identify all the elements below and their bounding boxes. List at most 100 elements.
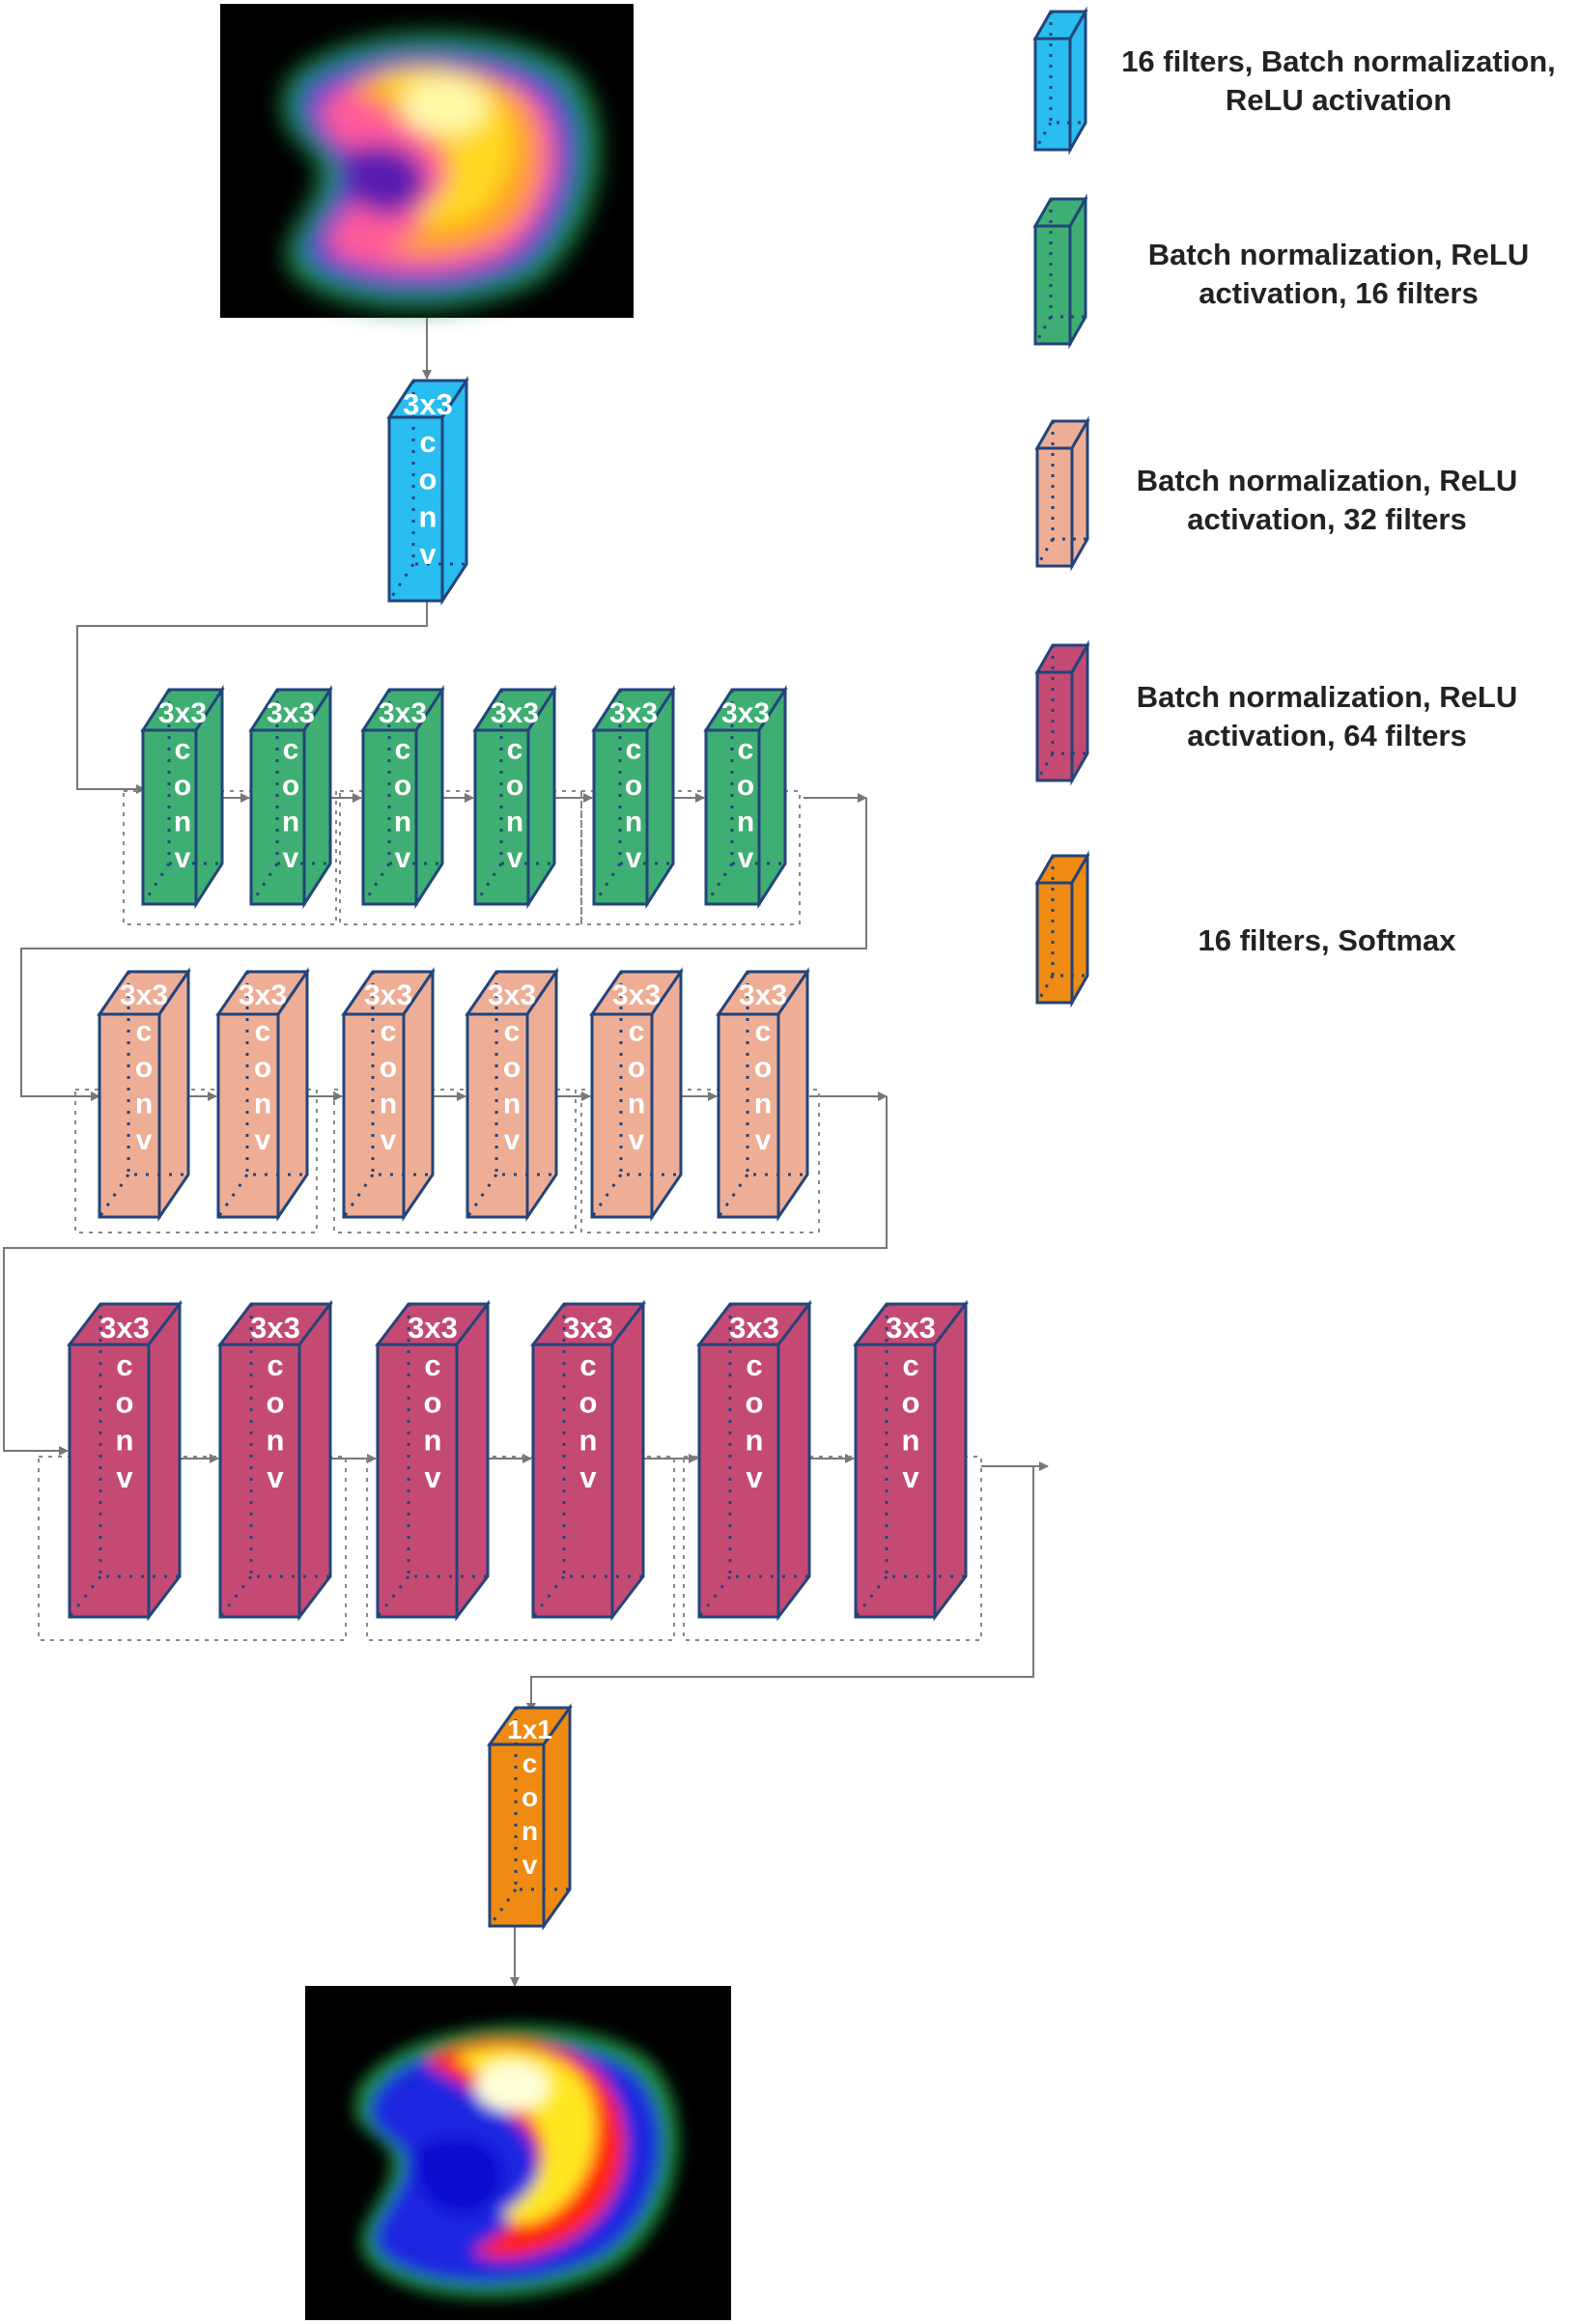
legend-label-output: 16 filters, Softmax	[1086, 921, 1568, 960]
block-letter-label: o	[522, 1782, 538, 1812]
block-kernel-label: 3x3	[491, 697, 539, 729]
block-letter-label: v	[507, 842, 523, 874]
legend-output-swatch	[1034, 850, 1090, 1008]
block-kernel-label: 3x3	[403, 387, 453, 421]
legend-label-input: 16 filters, Batch normalization, ReLU ac…	[1097, 43, 1580, 120]
block-hidden-edge	[218, 1304, 330, 1618]
block-side-face	[610, 1299, 645, 1622]
block-letter-label: n	[579, 1423, 598, 1457]
block-kernel-label: 3x3	[739, 979, 787, 1011]
block-hidden-edge	[704, 690, 785, 905]
block-letter-label: v	[755, 1124, 772, 1156]
block-letter-label: v	[381, 1124, 397, 1156]
residual-skip-outline	[74, 1089, 318, 1233]
block-letter-label: v	[504, 1124, 521, 1156]
block-kernel-label: 3x3	[609, 697, 658, 729]
block-letter-label: c	[381, 1016, 397, 1048]
legend-res32-swatch	[1034, 415, 1090, 572]
block-letter-label: o	[754, 1052, 772, 1084]
block-letter-label: o	[424, 1386, 442, 1420]
block-kernel-label: 3x3	[364, 979, 412, 1011]
block-letter-label: n	[267, 1423, 285, 1457]
block-letter-label: o	[579, 1386, 598, 1420]
block-letter-label: o	[737, 770, 754, 802]
block-letter-label: v	[579, 1460, 597, 1494]
block-letter-label: c	[424, 1348, 440, 1382]
block-letter-label: v	[738, 842, 754, 874]
block-letter-label: c	[283, 734, 299, 766]
legend-line: ReLU activation	[1225, 83, 1453, 117]
block-letter-label: c	[522, 1748, 538, 1778]
block-hidden-edge	[376, 1304, 488, 1618]
block-letter-label: v	[746, 1460, 763, 1494]
block-letter-label: o	[282, 770, 299, 802]
block-letter-label: c	[255, 1016, 271, 1048]
block-side-face	[297, 1299, 332, 1622]
residual-skip-outline	[123, 790, 337, 925]
block-letter-label: o	[174, 770, 191, 802]
block-letter-label: c	[629, 1016, 645, 1048]
block-letter-label: n	[419, 499, 437, 533]
block-letter-label: n	[746, 1423, 764, 1457]
block-hidden-edge	[717, 972, 807, 1218]
block-kernel-label: 3x3	[721, 697, 770, 729]
block-letter-label: o	[503, 1052, 521, 1084]
block-letter-label: v	[136, 1124, 153, 1156]
block-letter-label: c	[755, 1016, 772, 1048]
block-letter-label: c	[507, 734, 523, 766]
block-hidden-edge	[361, 690, 442, 905]
block-letter-label: c	[267, 1348, 283, 1382]
block-letter-label: c	[738, 734, 754, 766]
block-letter-label: n	[506, 807, 523, 838]
block-kernel-label: 3x3	[563, 1311, 613, 1345]
residual-skip-outline	[366, 1456, 675, 1641]
block-kernel-label: 3x3	[267, 697, 315, 729]
legend-res64-swatch	[1034, 639, 1090, 786]
block-front-face	[342, 1012, 406, 1219]
block-letter-label: n	[503, 1089, 521, 1120]
block-letter-label: c	[395, 734, 411, 766]
block-letter-label: v	[283, 842, 299, 874]
block-kernel-label: 3x3	[379, 697, 427, 729]
residual-skip-outline	[580, 790, 801, 925]
connector-arrow	[3, 1096, 888, 1456]
block-letter-label: v	[116, 1460, 133, 1494]
block-side-face	[776, 1299, 811, 1622]
block-kernel-label: 3x3	[120, 979, 168, 1011]
legend-swatches	[1032, 6, 1090, 1008]
residual-skip-outline	[683, 1456, 982, 1641]
block-letter-label: n	[394, 807, 411, 838]
block-hidden-edge	[590, 972, 681, 1218]
block-letter-label: v	[522, 1850, 538, 1880]
block-letter-label: v	[902, 1460, 919, 1494]
block-hidden-edge	[592, 690, 673, 905]
block-hidden-edge	[98, 972, 188, 1218]
block-letter-label: c	[504, 1016, 521, 1048]
block-letter-label: n	[282, 807, 299, 838]
input-image	[220, 4, 634, 318]
block-letter-label: o	[625, 770, 642, 802]
legend-line: Batch normalization, ReLU	[1136, 680, 1518, 714]
block-letter-label: v	[395, 842, 411, 874]
conv-blocks: 3x3conv3x3conv3x3conv3x3conv3x3conv3x3co…	[66, 375, 970, 1931]
block-letter-label: v	[255, 1124, 271, 1156]
legend-label-res64: Batch normalization, ReLU activation, 64…	[1086, 678, 1568, 755]
block-letter-label: o	[135, 1052, 153, 1084]
block-letter-label: n	[424, 1423, 442, 1457]
block-hidden-edge	[854, 1304, 966, 1618]
legend-label-res32: Batch normalization, ReLU activation, 32…	[1086, 462, 1568, 539]
block-side-face	[147, 1299, 182, 1622]
residual-skip-outline	[339, 790, 582, 925]
block-side-face	[933, 1299, 968, 1622]
block-front-face	[218, 1343, 301, 1619]
